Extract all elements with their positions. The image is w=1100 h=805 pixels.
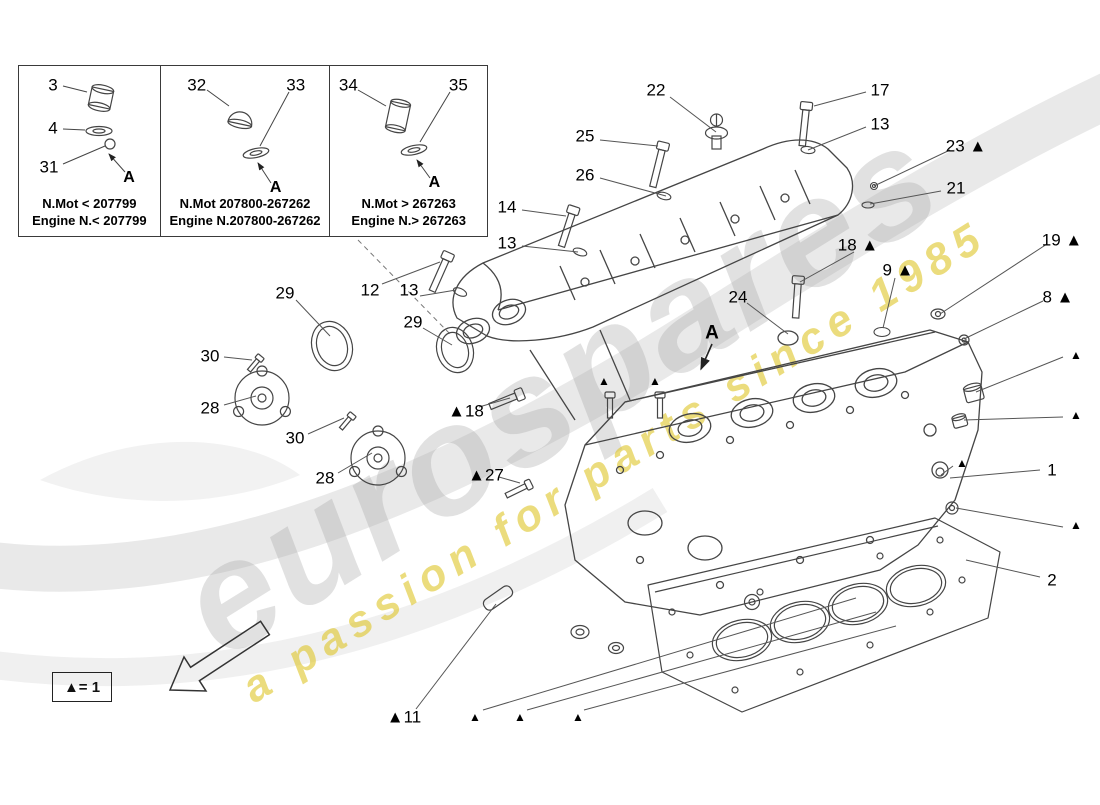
legend-box: ▲= 1	[52, 672, 112, 702]
callout-3: 3	[48, 75, 58, 95]
cylinder-head-drawing	[529, 329, 983, 616]
callout-31: 31	[39, 157, 59, 177]
variant-text-1: N.Mot < 207799 Engine N.< 207799	[19, 196, 160, 230]
dashed-reference-line	[357, 239, 453, 337]
variant-panel-1: 3 4 31 A N.Mot < 207799 Engine N.< 20779…	[19, 66, 161, 236]
direction-arrow	[168, 620, 271, 692]
plug-drawing	[482, 308, 985, 655]
breather-valve-drawing	[704, 113, 729, 150]
callout-35: 35	[448, 75, 468, 95]
variant-line1: N.Mot 207800-267262	[179, 196, 311, 212]
variant-line1: N.Mot < 207799	[42, 196, 137, 212]
variant-line2: Engine N.207800-267262	[169, 213, 321, 229]
variant-line2: Engine N.< 207799	[32, 213, 147, 229]
variant-text-2: N.Mot 207800-267262 Engine N.207800-2672…	[161, 196, 330, 230]
callout-4: 4	[48, 118, 58, 138]
section-a-label: A	[428, 174, 441, 191]
camshaft-variator-drawing	[233, 365, 407, 486]
engine-variant-panels: 3 4 31 A N.Mot < 207799 Engine N.< 20779…	[18, 65, 488, 237]
variant-line1: N.Mot > 267263	[361, 196, 456, 212]
section-a-arrow	[700, 343, 713, 371]
section-a-label: A	[269, 179, 282, 196]
panel2-parts-drawing	[206, 89, 290, 184]
callout-32: 32	[187, 75, 207, 95]
variant-line2: Engine N.> 267263	[351, 213, 466, 229]
legend-text: ▲= 1	[63, 678, 101, 696]
bolt-drawing	[246, 100, 814, 499]
variant-panel-2: 32 33 A N.Mot 207800-267262 Engine N.207…	[161, 66, 331, 236]
section-a-label: A	[123, 169, 135, 186]
variant-text-3: N.Mot > 267263 Engine N.> 267263	[330, 196, 487, 230]
variant-panel-3: 34 35 A N.Mot > 267263 Engine N.> 267263	[330, 66, 487, 236]
callout-33: 33	[286, 75, 306, 95]
callout-34: 34	[338, 75, 358, 95]
panel1-parts-drawing	[62, 84, 126, 173]
gasket-ring-drawing	[310, 320, 475, 374]
panel3-parts-drawing	[358, 89, 451, 179]
intake-manifold-drawing	[452, 139, 854, 346]
